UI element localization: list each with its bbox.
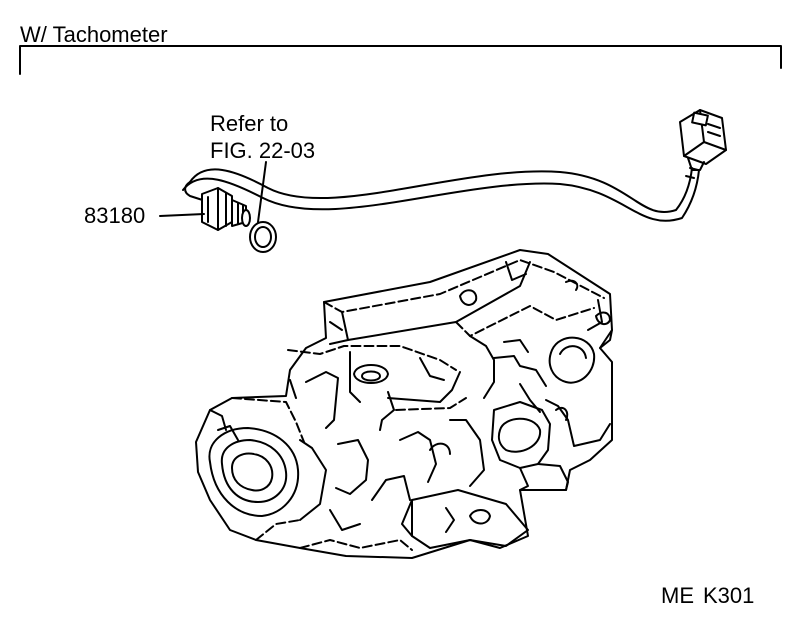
- sender-wire: [189, 167, 693, 213]
- part-number-leader: [159, 213, 205, 217]
- side-port-ring-1: [548, 336, 596, 384]
- sender-unit: [201, 187, 277, 253]
- oil-filler-neck: [361, 370, 381, 382]
- left-inlet: [208, 427, 300, 517]
- sender-wire-2: [182, 169, 700, 222]
- bottom-flange: [411, 489, 529, 549]
- housing-outline: [195, 249, 613, 559]
- tachometer-sender-assembly: [159, 109, 727, 253]
- section-bracket: [19, 45, 782, 75]
- top-flange-hole: [459, 289, 478, 306]
- reference-leader: [257, 161, 267, 223]
- water-outlet: [491, 401, 551, 469]
- reference-callout-figure: FIG. 22-03: [210, 138, 316, 163]
- wire-sleeve: [184, 181, 216, 205]
- wire-connector: [679, 109, 727, 171]
- section-title: W/ Tachometer: [20, 22, 168, 47]
- top-flange: [323, 259, 605, 313]
- diagram-code-prefix: ME: [661, 583, 694, 608]
- diagram-code-id: K301: [703, 583, 755, 608]
- engine-housing: [195, 249, 613, 559]
- reference-callout-line1: Refer to: [210, 111, 289, 136]
- part-number-label: 83180: [84, 203, 146, 228]
